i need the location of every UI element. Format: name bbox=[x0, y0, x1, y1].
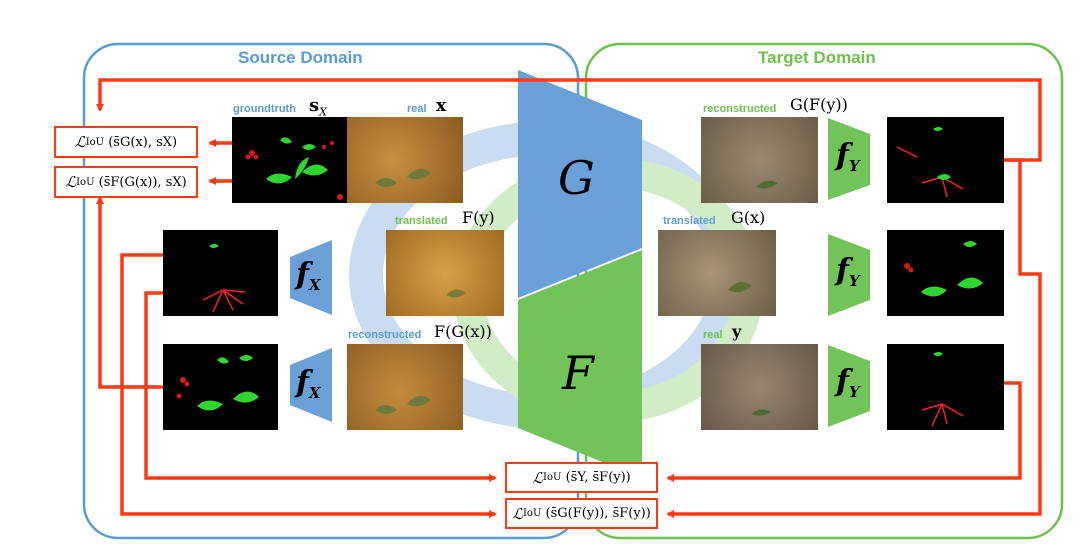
fy-mid-output-image bbox=[887, 230, 1004, 316]
generator-g-label: G bbox=[558, 151, 595, 205]
caption-real-x: real bbox=[407, 103, 427, 115]
real-x-image bbox=[347, 117, 463, 203]
caption-reconstructed-fgx: reconstructed bbox=[348, 329, 422, 341]
caption-real-y: real bbox=[703, 329, 723, 341]
source-domain-title: Source Domain bbox=[238, 48, 363, 67]
arrow-fy-bottom-l3 bbox=[666, 381, 1022, 482]
symbol-reconstructed-gfy: G(F(y)) bbox=[790, 95, 848, 114]
arrow-fx-mid-l3 bbox=[144, 291, 497, 482]
translated-fy-image bbox=[386, 230, 504, 316]
fx-top-label: fX bbox=[296, 257, 321, 294]
groundtruth-mask-image bbox=[232, 117, 350, 203]
symbol-real-x: x bbox=[436, 96, 447, 116]
target-domain-title: Target Domain bbox=[758, 48, 876, 67]
arrow-left-loop bbox=[96, 196, 163, 389]
caption-translated-fy: translated bbox=[395, 215, 448, 227]
reconstructed-gfy-image bbox=[701, 117, 818, 203]
caption-groundtruth: groundtruth bbox=[233, 103, 296, 115]
fx-top-output-image bbox=[163, 230, 278, 316]
real-y-image bbox=[701, 344, 818, 430]
fy-top-label: fY bbox=[836, 138, 860, 175]
fy-top-shape bbox=[828, 118, 870, 200]
symbol-reconstructed-fgx: F(G(x)) bbox=[434, 322, 492, 341]
caption-translated-gx: translated bbox=[663, 215, 716, 227]
fx-bottom-label: fX bbox=[296, 365, 321, 402]
arrow-top-loop bbox=[96, 78, 1042, 162]
symbol-translated-gx: G(x) bbox=[731, 208, 766, 227]
symbol-translated-fy: F(y) bbox=[462, 208, 495, 227]
caption-reconstructed-gfy: reconstructed bbox=[703, 103, 777, 115]
fy-bottom-shape bbox=[828, 345, 870, 427]
fx-bottom-output-image bbox=[163, 344, 278, 430]
generator-f-shape bbox=[518, 250, 642, 478]
generator-f-label: F bbox=[562, 346, 594, 400]
arrow-fy-top-l4 bbox=[666, 158, 1042, 518]
translated-gx-image bbox=[658, 230, 776, 316]
arrow-fx-top-l4 bbox=[120, 253, 497, 518]
fy-bottom-label: fY bbox=[836, 364, 860, 401]
reconstructed-fgx-image bbox=[347, 344, 463, 430]
fy-top-output-image bbox=[887, 117, 1004, 203]
symbol-groundtruth: sX bbox=[309, 95, 327, 119]
symbol-real-y: y bbox=[732, 322, 742, 341]
fy-mid-shape bbox=[828, 234, 870, 316]
generator-g-shape bbox=[518, 70, 642, 298]
fx-top-shape bbox=[290, 240, 332, 315]
fx-bottom-shape bbox=[290, 348, 332, 422]
fy-mid-label: fY bbox=[836, 253, 860, 290]
fy-bottom-output-image bbox=[887, 344, 1004, 430]
